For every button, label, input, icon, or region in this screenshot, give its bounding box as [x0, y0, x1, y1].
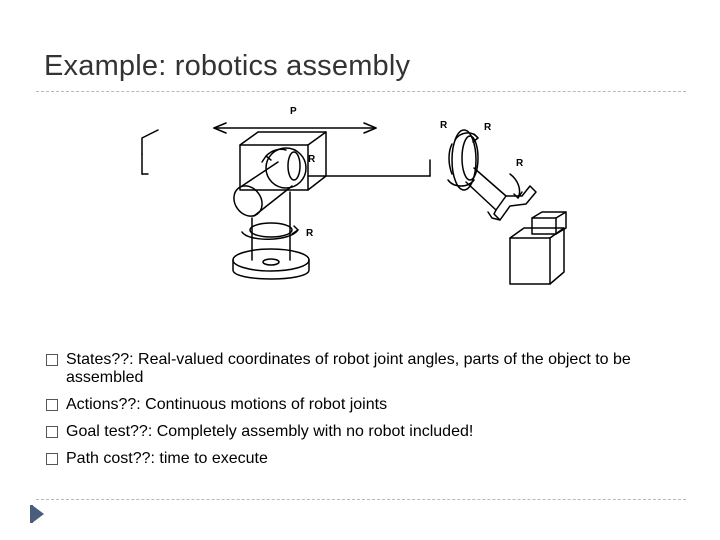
bullet-box-icon — [46, 399, 58, 411]
slide-title: Example: robotics assembly — [44, 50, 411, 82]
label-r-wrist-2: R — [484, 122, 492, 133]
next-slide-arrow-icon[interactable] — [30, 505, 44, 523]
label-r-base: R — [306, 228, 314, 239]
bullet-box-icon — [46, 426, 58, 438]
label-r-wrist-1: R — [440, 120, 448, 131]
bullet-list: States??: Real-valued coordinates of rob… — [44, 351, 674, 477]
list-item: Goal test??: Completely assembly with no… — [44, 423, 674, 441]
robot-arm-diagram: P R R R R R — [141, 106, 567, 285]
bullet-text: Goal test??: Completely assembly with no… — [66, 423, 474, 440]
title-divider — [36, 91, 686, 92]
list-item: Path cost??: time to execute — [44, 450, 674, 468]
bullet-text: States??: Real-valued coordinates of rob… — [66, 351, 631, 386]
bullet-text: Actions??: Continuous motions of robot j… — [66, 396, 388, 413]
bullet-text: Path cost??: time to execute — [66, 450, 268, 467]
label-r-forearm: R — [516, 158, 524, 169]
bullet-box-icon — [46, 453, 58, 465]
list-item: States??: Real-valued coordinates of rob… — [44, 351, 674, 387]
label-p: P — [290, 106, 297, 117]
footer-divider — [36, 499, 686, 500]
list-item: Actions??: Continuous motions of robot j… — [44, 396, 674, 414]
label-r-shoulder: R — [308, 154, 316, 165]
bullet-box-icon — [46, 354, 58, 366]
